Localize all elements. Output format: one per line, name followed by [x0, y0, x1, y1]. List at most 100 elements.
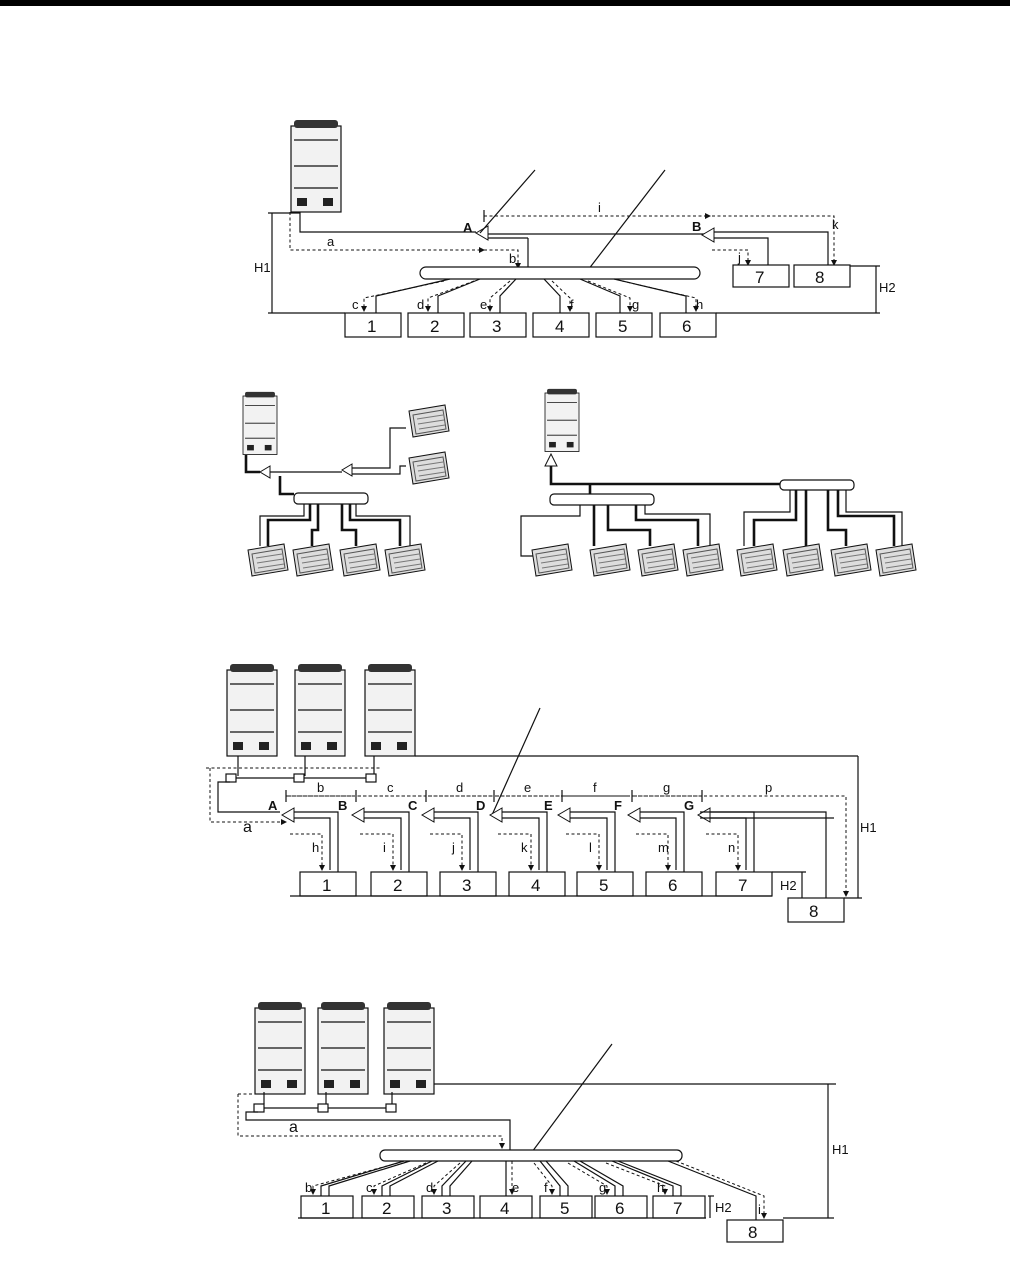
segment-label: b	[317, 780, 324, 795]
branch-a-label: A	[463, 220, 473, 235]
branch-label: G	[684, 798, 694, 813]
segment-label: i	[383, 840, 386, 855]
segment-b-label: b	[509, 251, 516, 266]
h2-label: H2	[879, 280, 896, 295]
branch-label: D	[476, 798, 485, 813]
segment-label: f	[544, 1180, 548, 1195]
unit-8-label: 8	[809, 902, 818, 921]
segment-a-label: a	[243, 819, 252, 836]
indoor-unit	[576, 871, 634, 897]
segment-h-label: h	[696, 297, 703, 312]
cassette-icon	[292, 543, 334, 577]
indoor-unit	[508, 871, 566, 897]
unit-6-label: 6	[682, 317, 691, 336]
segment-label: n	[728, 840, 735, 855]
unit-label: 4	[531, 876, 540, 895]
distribution-header	[419, 266, 701, 280]
segment-label: m	[658, 840, 669, 855]
cassette-icon	[589, 543, 631, 577]
outdoor-unit-icon	[544, 388, 580, 452]
cassette-icon	[637, 543, 679, 577]
segment-label: d	[456, 780, 463, 795]
unit-label: 7	[673, 1199, 682, 1218]
indoor-unit	[299, 871, 357, 897]
distribution-header	[379, 1149, 683, 1162]
unit-label: 7	[738, 876, 747, 895]
segment-label: l	[589, 840, 592, 855]
unit-4-label: 4	[555, 317, 564, 336]
unit-label: 2	[382, 1199, 391, 1218]
unit-label: 6	[615, 1199, 624, 1218]
outdoor-unit-icon	[290, 119, 342, 213]
outdoor-unit-icon	[242, 391, 278, 455]
branch-label: A	[268, 798, 278, 813]
unit-5-label: 5	[618, 317, 627, 336]
unit-label: 1	[322, 876, 331, 895]
unit-label: 1	[321, 1199, 330, 1218]
segment-f-label: f	[570, 297, 574, 312]
outdoor-unit-icon	[364, 663, 416, 757]
unit-7-label: 7	[755, 268, 764, 287]
cassette-icon	[531, 543, 573, 577]
outdoor-unit-icon	[383, 1001, 435, 1095]
cassette-icon	[408, 404, 450, 438]
cassette-icon	[682, 543, 724, 577]
unit-label: 6	[668, 876, 677, 895]
segment-d-label: d	[417, 297, 424, 312]
unit-8-label: 8	[815, 268, 824, 287]
segment-e-label: e	[480, 297, 487, 312]
cassette-icon	[339, 543, 381, 577]
segment-i-label: i	[598, 200, 601, 215]
unit-3-label: 3	[492, 317, 501, 336]
header-rule	[0, 0, 1010, 6]
segment-label: j	[451, 840, 455, 855]
unit-label: 5	[560, 1199, 569, 1218]
segment-label: h	[657, 1180, 664, 1195]
segment-a-label: a	[327, 234, 335, 249]
segment-label: c	[387, 780, 394, 795]
segment-label: d	[426, 1180, 433, 1195]
segment-label: b	[305, 1180, 312, 1195]
cassette-icon	[247, 543, 289, 577]
unit-label: 2	[393, 876, 402, 895]
cassette-icon	[736, 543, 778, 577]
unit-label: 3	[442, 1199, 451, 1218]
segment-j-label: j	[737, 250, 741, 265]
segment-label: p	[765, 780, 772, 795]
indoor-units-row	[344, 312, 717, 338]
unit-label: 5	[599, 876, 608, 895]
cassette-icon	[875, 543, 917, 577]
cassette-icon	[830, 543, 872, 577]
unit-8-label: 8	[748, 1223, 757, 1242]
h1-label: H1	[254, 260, 271, 275]
indoor-unit	[645, 871, 703, 897]
branch-label: F	[614, 798, 622, 813]
segment-label: f	[593, 780, 597, 795]
unit-label: 4	[500, 1199, 509, 1218]
cassette-icon	[408, 451, 450, 485]
h2-label: H2	[715, 1200, 732, 1215]
segment-g-label: g	[632, 297, 639, 312]
cassette-icon	[782, 543, 824, 577]
segment-a-label: a	[289, 1119, 298, 1136]
h2-label: H2	[780, 878, 797, 893]
segment-label: e	[524, 780, 531, 795]
segment-i-label: i	[758, 1202, 761, 1217]
branch-label: B	[338, 798, 347, 813]
unit-2-label: 2	[430, 317, 439, 336]
segment-label: g	[663, 780, 670, 795]
indoor-unit	[715, 871, 773, 897]
branch-label: C	[408, 798, 418, 813]
cassette-icon	[384, 543, 426, 577]
diagram-1: H1 a A b i B k j	[254, 119, 896, 338]
outdoor-unit-icon	[294, 663, 346, 757]
diagram-2	[242, 388, 917, 577]
unit-1-label: 1	[367, 317, 376, 336]
segment-label: e	[512, 1180, 519, 1195]
h1-label: H1	[832, 1142, 849, 1157]
outdoor-unit-icon	[317, 1001, 369, 1095]
h1-label: H1	[860, 820, 877, 835]
